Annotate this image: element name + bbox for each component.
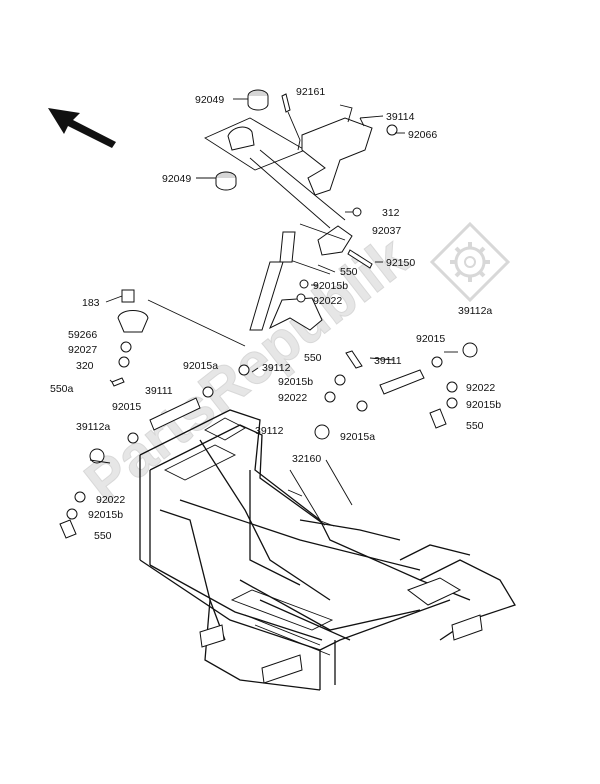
label-550-mid: 550 bbox=[304, 352, 322, 364]
label-39112a-left: 39112a bbox=[76, 421, 110, 433]
label-32160: 32160 bbox=[292, 453, 321, 465]
label-39112-center: 39112 bbox=[255, 425, 284, 437]
label-39111-right: 39111 bbox=[374, 355, 402, 367]
label-183: 183 bbox=[82, 297, 100, 309]
part-labels: 92049 92161 39114 92066 92049 312 92037 … bbox=[50, 86, 501, 542]
label-39114: 39114 bbox=[386, 111, 415, 123]
tie-rods bbox=[89, 342, 478, 464]
gear-watermark-icon bbox=[429, 221, 511, 303]
label-92049-bottom: 92049 bbox=[162, 173, 191, 185]
label-92161: 92161 bbox=[296, 86, 325, 98]
label-550-top: 550 bbox=[340, 266, 358, 278]
front-direction-arrow-icon bbox=[48, 108, 116, 148]
label-92037: 92037 bbox=[372, 225, 401, 237]
label-92015-left: 92015 bbox=[112, 401, 141, 413]
label-92022-left: 92022 bbox=[96, 494, 125, 506]
label-550-right: 550 bbox=[466, 420, 484, 432]
label-92027: 92027 bbox=[68, 344, 97, 356]
label-92015a-right: 92015a bbox=[340, 431, 375, 443]
leader-lines bbox=[89, 98, 405, 506]
label-92015-right: 92015 bbox=[416, 333, 445, 345]
label-92015b-top: 92015b bbox=[313, 280, 348, 292]
label-39111-left: 39111 bbox=[145, 385, 173, 397]
label-312: 312 bbox=[382, 207, 400, 219]
label-39112-mid: 39112 bbox=[262, 362, 291, 374]
label-92015b-left: 92015b bbox=[88, 509, 123, 521]
left-hardware bbox=[111, 289, 246, 387]
label-92150: 92150 bbox=[386, 257, 415, 269]
label-92022-right: 92022 bbox=[466, 382, 495, 394]
label-92049-top: 92049 bbox=[195, 94, 224, 106]
steering-clamp-assembly bbox=[204, 89, 398, 275]
label-92066: 92066 bbox=[408, 129, 437, 141]
label-92022-top: 92022 bbox=[313, 295, 342, 307]
label-39112a-right: 39112a bbox=[458, 305, 492, 317]
label-320: 320 bbox=[76, 360, 94, 372]
label-59266: 59266 bbox=[68, 329, 97, 341]
left-lower-hardware bbox=[59, 491, 86, 539]
label-550-left: 550 bbox=[94, 530, 112, 542]
label-92015b-right: 92015b bbox=[466, 399, 501, 411]
label-92015a-left: 92015a bbox=[183, 360, 218, 372]
steering-shaft bbox=[249, 231, 336, 331]
label-92022-mid: 92022 bbox=[278, 392, 307, 404]
label-550a: 550a bbox=[50, 383, 74, 395]
atv-main-frame bbox=[139, 409, 516, 691]
label-92015b-mid: 92015b bbox=[278, 376, 313, 388]
